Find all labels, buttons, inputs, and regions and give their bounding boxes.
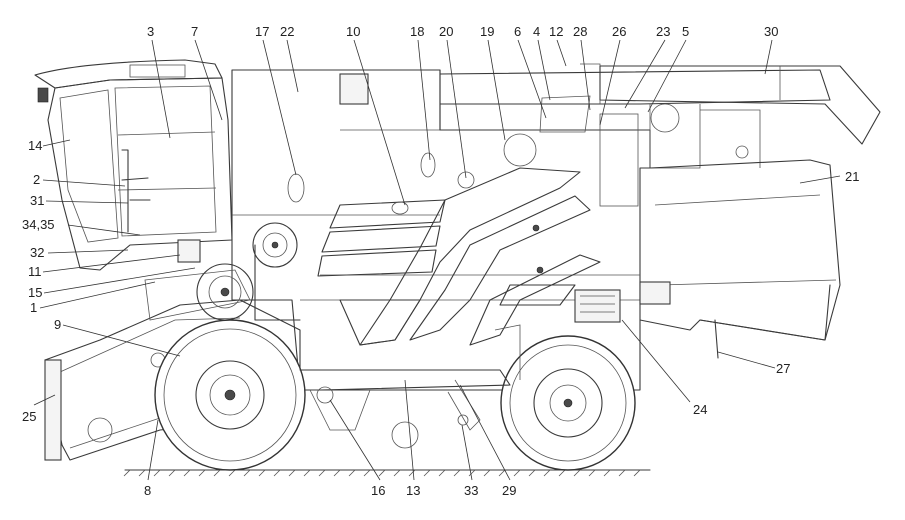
callout-27: 27 — [776, 361, 790, 376]
callout-7: 7 — [191, 24, 198, 39]
callout-2: 2 — [33, 172, 40, 187]
callout-25: 25 — [22, 409, 36, 424]
callout-32: 32 — [30, 245, 44, 260]
callout-30: 30 — [764, 24, 778, 39]
callout-20: 20 — [439, 24, 453, 39]
callout-1: 1 — [30, 300, 37, 315]
rear-hood — [639, 159, 841, 359]
callout-10: 10 — [346, 24, 360, 39]
callout-33: 33 — [464, 483, 478, 498]
leader-lines — [33, 39, 841, 481]
callout-3: 3 — [147, 24, 154, 39]
lower-chassis — [299, 289, 621, 449]
callout-16: 16 — [371, 483, 385, 498]
operator-cab — [34, 59, 233, 271]
callout-19: 19 — [480, 24, 494, 39]
callout-8: 8 — [144, 483, 151, 498]
callout-21: 21 — [845, 169, 859, 184]
front-wheel — [154, 319, 306, 471]
callout-17: 17 — [255, 24, 269, 39]
unloading-auger — [599, 65, 881, 145]
callout-13: 13 — [406, 483, 420, 498]
callout-5: 5 — [682, 24, 689, 39]
callout-24: 24 — [693, 402, 707, 417]
callout-12: 12 — [549, 24, 563, 39]
callout-6: 6 — [514, 24, 521, 39]
callout-labels: 3 7 17 22 10 18 20 19 6 4 12 28 26 23 5 … — [22, 24, 859, 498]
ground-line — [123, 469, 651, 477]
callout-34-35: 34,35 — [22, 217, 55, 232]
callout-26: 26 — [612, 24, 626, 39]
callout-31: 31 — [30, 193, 44, 208]
callout-15: 15 — [28, 285, 42, 300]
callout-18: 18 — [410, 24, 424, 39]
rear-wheel — [500, 335, 636, 471]
callout-4: 4 — [533, 24, 540, 39]
machine-body — [231, 63, 831, 391]
callout-11: 11 — [28, 264, 42, 279]
threshing-drums — [196, 173, 305, 321]
callout-9: 9 — [54, 317, 61, 332]
callout-14: 14 — [28, 138, 42, 153]
callout-28: 28 — [573, 24, 587, 39]
callout-29: 29 — [502, 483, 516, 498]
callout-23: 23 — [656, 24, 670, 39]
callout-22: 22 — [280, 24, 294, 39]
